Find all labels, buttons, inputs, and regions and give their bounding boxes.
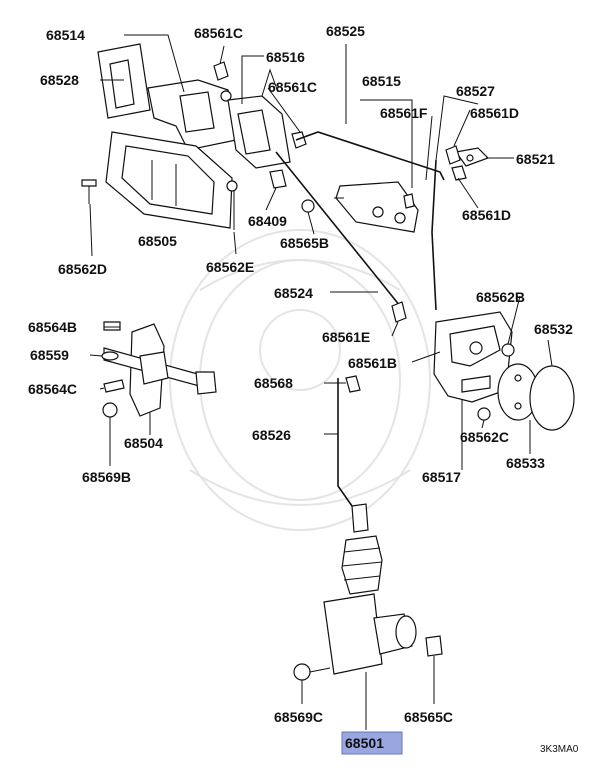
label-68526: 68526 <box>252 427 291 443</box>
label-68562E: 68562E <box>206 259 254 275</box>
watermark-emblem <box>169 229 431 531</box>
actuator-68501 <box>323 503 417 675</box>
label-68569C: 68569C <box>274 709 323 725</box>
label-68561D-upper: 68561D <box>470 105 519 121</box>
label-68524: 68524 <box>274 285 313 301</box>
clip-68561D-lower <box>451 165 467 181</box>
remote-link-68515 <box>334 181 419 233</box>
label-68528: 68528 <box>40 72 79 88</box>
washer-68559 <box>101 351 119 361</box>
label-68504: 68504 <box>124 435 163 451</box>
label-68561B: 68561B <box>348 355 397 371</box>
label-68561C-upper: 68561C <box>194 25 243 41</box>
clip-68561C-right <box>291 131 307 149</box>
label-68533: 68533 <box>506 455 545 471</box>
label-68515: 68515 <box>362 73 401 89</box>
rod-68525 <box>295 131 445 181</box>
clip-68561C-upper <box>213 61 229 81</box>
rod-68526 <box>337 378 353 507</box>
clip-68568 <box>345 375 361 393</box>
leader-lines <box>89 34 553 730</box>
clip-68409 <box>269 169 287 189</box>
label-68517: 68517 <box>422 469 461 485</box>
escutcheon-68505 <box>105 131 233 229</box>
label-68501: 68501 <box>345 735 384 751</box>
label-68514: 68514 <box>46 27 85 43</box>
label-68562D: 68562D <box>58 261 107 277</box>
label-68562B: 68562B <box>476 289 525 305</box>
label-68521: 68521 <box>516 151 555 167</box>
plate-68532 <box>529 365 575 431</box>
label-68565B: 68565B <box>280 235 329 251</box>
screw-68562C <box>477 407 491 421</box>
label-68532: 68532 <box>534 321 573 337</box>
label-68569B: 68569B <box>82 469 131 485</box>
screw-68562E <box>226 180 238 230</box>
door-lock-68517 <box>433 311 513 403</box>
rod-68524 <box>275 151 401 307</box>
bolt-68569C <box>293 663 331 681</box>
handle-lever-68514 <box>147 79 237 151</box>
label-68527: 68527 <box>456 83 495 99</box>
bracket-68521 <box>454 147 490 167</box>
label-68562C: 68562C <box>460 429 509 445</box>
label-68561D-lower: 68561D <box>462 207 511 223</box>
label-68561F: 68561F <box>380 105 428 121</box>
clip-68561F <box>403 193 415 209</box>
screw-68562B <box>501 343 515 357</box>
screw-68562D <box>81 179 97 204</box>
part-labels: 68514 68528 68561C 68516 68561C 68525 68… <box>28 23 579 755</box>
clip-68565C <box>425 635 443 657</box>
clip-68561D-upper <box>445 145 461 165</box>
label-68409: 68409 <box>248 213 287 229</box>
bolt-68564B <box>103 321 121 331</box>
door-check-68504 <box>103 323 217 417</box>
label-68564B: 68564B <box>28 319 77 335</box>
label-68561C-right: 68561C <box>268 79 317 95</box>
handle-bracket-68516 <box>227 68 291 169</box>
clip-68561E <box>391 301 407 323</box>
diagram-code: 3K3MA0 <box>540 744 579 755</box>
handle-cover-68528 <box>97 43 151 119</box>
label-68561E: 68561E <box>322 329 370 345</box>
label-68564C: 68564C <box>28 381 77 397</box>
rod-68527 <box>431 159 437 311</box>
highlight-box-68501 <box>341 731 403 755</box>
label-68525: 68525 <box>326 23 365 39</box>
label-68568: 68568 <box>254 375 293 391</box>
clip-68565B <box>301 199 315 213</box>
bolt-68564C <box>103 379 125 393</box>
label-68516: 68516 <box>266 49 305 65</box>
label-68565C: 68565C <box>404 709 453 725</box>
label-68505: 68505 <box>138 233 177 249</box>
label-68559: 68559 <box>30 347 69 363</box>
bolt-68569B <box>102 402 118 440</box>
